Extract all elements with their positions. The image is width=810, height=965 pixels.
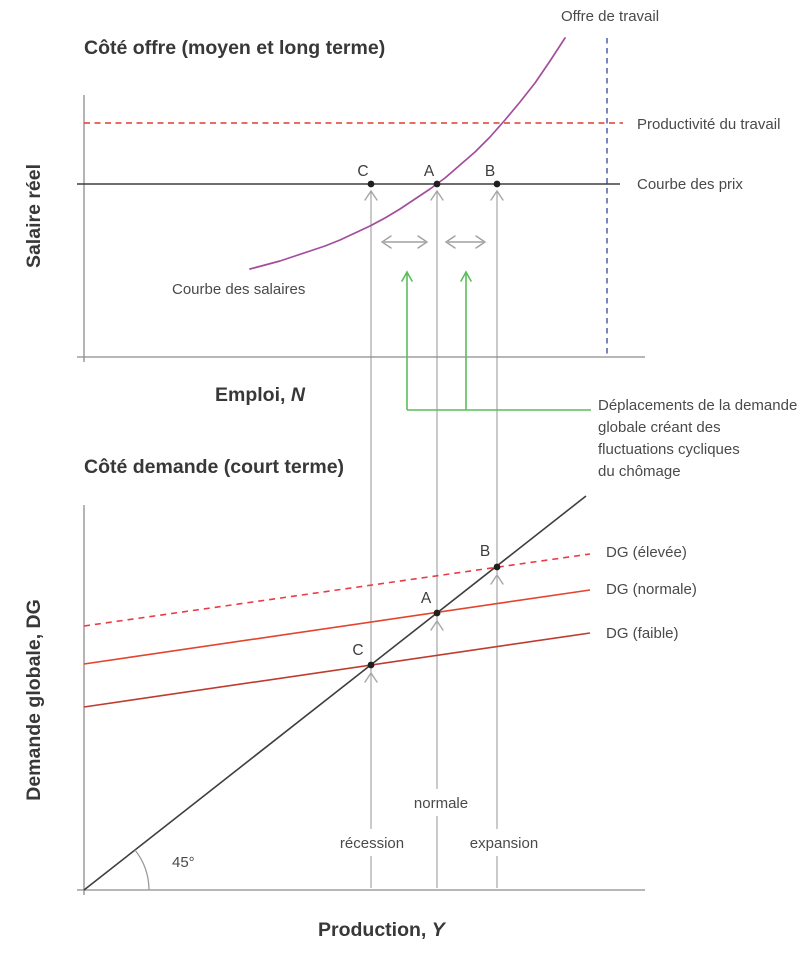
dg-low-label: DG (faible) (606, 625, 679, 642)
demand-x-axis-label-variable: Y (432, 919, 447, 941)
demand-panel: Côté demande (court terme) 45° C A B DG … (23, 456, 697, 941)
demand-x-axis-label: Production, Y (318, 919, 447, 941)
double-arrow-left-head (444, 235, 456, 249)
green-arrow-left-head (401, 270, 413, 282)
point-c-bottom-label: C (352, 642, 363, 659)
arrowhead-up-b-bottom (490, 573, 504, 585)
dg-normal-line (83, 589, 591, 665)
wage-curve (249, 37, 566, 270)
supply-panel: Côté offre (moyen et long terme) (23, 8, 780, 406)
linking-guides (370, 192, 498, 888)
angle-arc (134, 849, 150, 891)
dg-high-label: DG (élevée) (606, 544, 687, 561)
double-arrow-right-head (417, 235, 429, 249)
normal-label-bg (408, 789, 474, 816)
dg-normal-label: DG (normale) (606, 581, 697, 598)
recession-label: récession (340, 835, 404, 852)
double-arrow-left-head (380, 235, 392, 249)
normal-label: normale (414, 795, 468, 812)
annotation-line-1: Déplacements de la demande (598, 397, 797, 414)
point-c-bottom (367, 661, 375, 669)
supply-panel-title: Côté offre (moyen et long terme) (84, 37, 385, 59)
point-a-top (433, 180, 441, 188)
point-a-top-label: A (424, 163, 435, 180)
arrowhead-up-a-top (430, 189, 444, 201)
supply-x-axis-label-variable: N (291, 384, 306, 406)
point-c-top-label: C (357, 163, 368, 180)
green-annotation: Déplacements de la demande globale créan… (401, 270, 797, 480)
green-arrow-right-head (460, 270, 472, 282)
wage-curve-label: Courbe des salaires (172, 281, 305, 298)
forty-five-degree-line (83, 495, 587, 891)
arrowhead-up-c-bottom (364, 671, 378, 683)
supply-y-axis-label: Salaire réel (23, 164, 45, 268)
dg-low-line (83, 632, 591, 708)
point-b-top (493, 180, 501, 188)
point-b-bottom (493, 563, 501, 571)
dg-high-line (83, 553, 591, 627)
annotation-line-3: fluctuations cycliques (598, 441, 740, 458)
demand-panel-title: Côté demande (court terme) (84, 456, 344, 478)
arrowhead-up-c-top (364, 189, 378, 201)
arrowhead-up-b-top (490, 189, 504, 201)
expansion-label-bg (465, 829, 543, 856)
point-a-bottom (433, 609, 441, 617)
demand-x-axis-label-text: Production, (318, 919, 432, 941)
supply-x-axis-label-text: Emploi, (215, 384, 291, 406)
price-curve-label: Courbe des prix (637, 176, 743, 193)
labor-supply-label: Offre de travail (561, 8, 659, 25)
point-c-top (367, 180, 375, 188)
annotation-line-4: du chômage (598, 463, 681, 480)
arrowhead-up-a-bottom (430, 619, 444, 631)
recession-label-bg (334, 829, 410, 856)
annotation-line-2: globale créant des (598, 419, 721, 436)
point-b-top-label: B (485, 163, 495, 180)
productivity-label: Productivité du travail (637, 116, 780, 133)
supply-x-axis-label: Emploi, N (215, 384, 306, 406)
angle-label: 45° (172, 854, 195, 871)
demand-y-axis-label: Demande globale, DG (23, 599, 45, 801)
fluctuation-arrow-right (444, 235, 487, 249)
double-arrow-right-head (475, 235, 487, 249)
point-b-bottom-label: B (480, 543, 490, 560)
expansion-label: expansion (470, 835, 538, 852)
fluctuation-arrow-left (380, 235, 429, 249)
point-a-bottom-label: A (421, 590, 432, 607)
